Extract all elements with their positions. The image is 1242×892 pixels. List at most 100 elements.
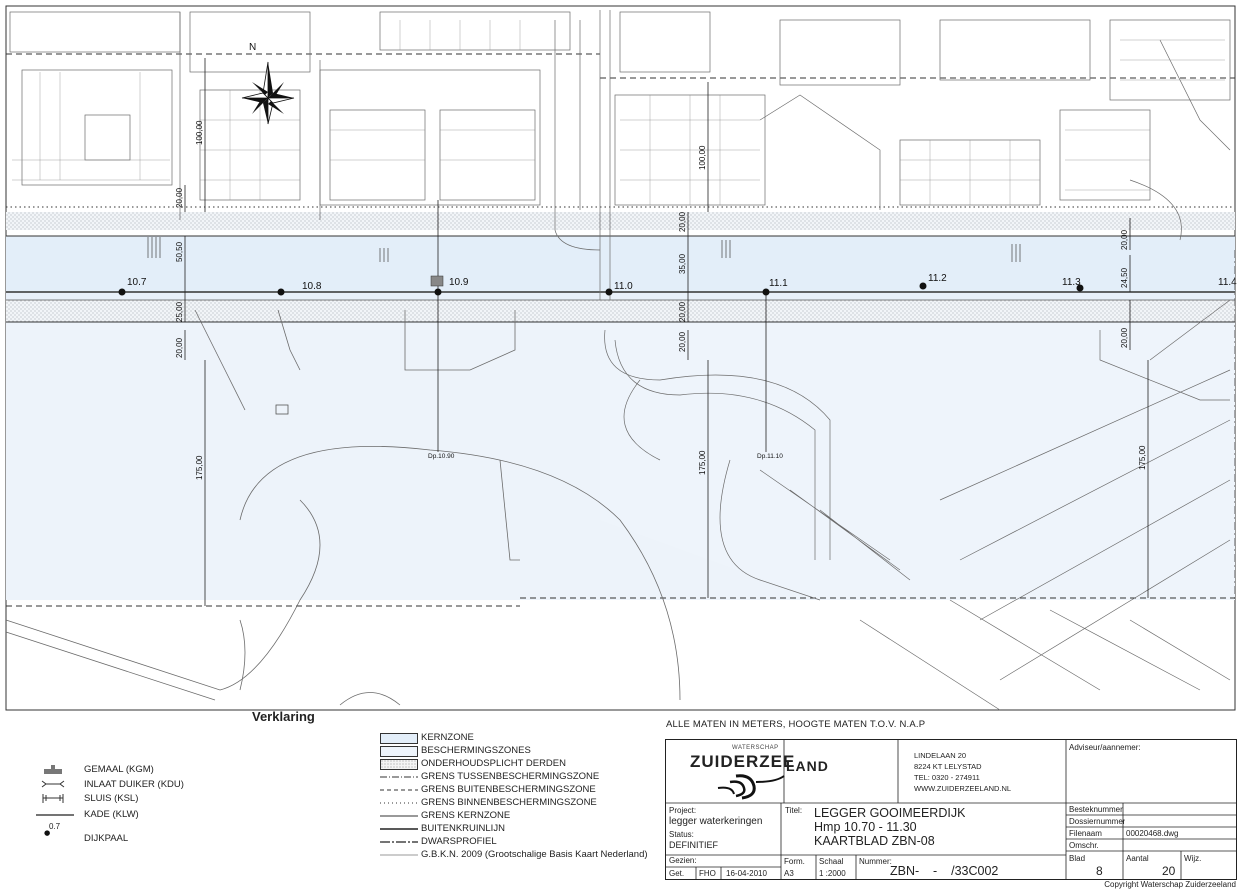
address-line: TEL: 0320 - 274911 [914, 773, 980, 782]
get-label: Get. [669, 869, 685, 878]
shoreline [5, 309, 681, 706]
dim-label: 24,50 [1120, 267, 1129, 288]
dijkpaal-marker [605, 288, 613, 296]
gezien-label: Gezien: [669, 856, 697, 865]
measurement-note: ALLE MATEN IN METERS, HOOGTE MATEN T.O.V… [666, 719, 926, 730]
get-value: FHO [699, 869, 716, 878]
dim-label: 20,00 [175, 337, 184, 358]
titel-line: LEGGER GOOIMEERDIJK [814, 806, 966, 820]
dim-label: 20,00 [1120, 229, 1129, 250]
titel-label: Titel: [785, 806, 803, 815]
dwarsprofiel-label: Dp.10.90 [428, 453, 455, 460]
title-block-grid [666, 740, 1236, 879]
onderhoud-strip-south [6, 300, 1235, 322]
project-label: Project: [669, 806, 697, 815]
beschermingszone-swatch [380, 746, 418, 757]
dashdot-line-symbol [380, 776, 418, 778]
legend-label: ONDERHOUDSPLICHT DERDEN [421, 758, 566, 769]
dijkpalen: 10.7 10.8 10.9 11.0 11.1 11.2 11.3 11.4 [118, 273, 1237, 296]
km-label: 10.7 [127, 277, 147, 288]
dim-label: 20,00 [678, 301, 687, 322]
km-label: 11.4 [1218, 277, 1237, 288]
address-line: LINDELAAN 20 [914, 751, 967, 760]
nummer-value: ZBN- - /33C002 [890, 864, 999, 878]
filenaam-value: 00020468.dwg [1126, 829, 1179, 838]
dim-label: 175,00 [1138, 445, 1147, 470]
dim-label: 50,50 [175, 241, 184, 262]
dim-label: 20,00 [678, 331, 687, 352]
form-label: Form. [784, 857, 805, 866]
urban-area-north [9, 10, 1231, 300]
address-line: 8224 KT LELYSTAD [914, 762, 982, 771]
legend-label: GRENS KERNZONE [421, 810, 511, 821]
km-label: 11.3 [1062, 277, 1081, 288]
kernzone-swatch [380, 733, 418, 744]
aantal-label: Aantal [1126, 854, 1149, 863]
blad-value: 8 [1096, 865, 1103, 878]
km-label: 11.0 [614, 281, 633, 292]
legend-title: Verklaring [252, 709, 315, 724]
km-label: 11.1 [769, 278, 788, 289]
onderhoud-swatch [380, 759, 418, 770]
dijkpaal-marker [434, 288, 442, 296]
harbour-area [604, 299, 1231, 711]
km-label: 11.2 [928, 273, 947, 284]
filenaam-label: Filenaam [1069, 829, 1102, 838]
dwarsprofiel-symbol [380, 841, 418, 843]
legend-label: G.B.K.N. 2009 (Grootschalige Basis Kaart… [421, 849, 648, 860]
culvert-marks [147, 237, 1021, 262]
dim-label: 175,00 [698, 450, 707, 475]
schaal-value: 1 :2000 [819, 869, 846, 878]
kernzone-band [6, 236, 1235, 292]
solid-line-symbol [380, 815, 418, 817]
dijkpaal-marker [762, 288, 770, 296]
legend-label: BUITENKRUINLIJN [421, 823, 505, 834]
kade-icon [36, 814, 74, 816]
status-label: Status: [669, 830, 694, 839]
date-value: 16-04-2010 [726, 869, 767, 878]
legend-label: GRENS BINNENBESCHERMINGSZONE [421, 797, 597, 808]
titel-block: LEGGER GOOIMEERDIJK Hmp 10.70 - 11.30 KA… [814, 806, 965, 848]
titel-line: Hmp 10.70 - 11.30 [814, 820, 917, 834]
legend-label: KADE (KLW) [84, 809, 139, 820]
dim-label: 175,00 [195, 455, 204, 480]
legend-label: BESCHERMINGSZONES [421, 745, 531, 756]
dijkpaal-marker [919, 282, 927, 290]
dashed-line-symbol [380, 789, 418, 791]
dijkpaal-marker [277, 288, 285, 296]
project-value: legger waterkeringen [669, 816, 763, 827]
status-value: DEFINITIEF [669, 840, 718, 850]
dwarsprofiel-label: Dp.11.10 [757, 453, 783, 460]
legend-label: KERNZONE [421, 732, 474, 743]
legend-label: GEMAAL (KGM) [84, 764, 154, 775]
small-structure [275, 404, 289, 415]
inlaat-duiker-icon [41, 780, 65, 788]
legend-label: INLAAT DUIKER (KDU) [84, 779, 184, 790]
legend-label: DIJKPAAL [84, 833, 129, 844]
legend-label: GRENS BUITENBESCHERMINGSZONE [421, 784, 596, 795]
dossiernummer-label: Dossiernummer [1069, 817, 1126, 826]
dim-label: 100,00 [195, 120, 204, 145]
legend-label: SLUIS (KSL) [84, 793, 139, 804]
title-block: WATERSCHAP ZUIDERZEE LAND LINDELAAN 20 8… [665, 739, 1237, 880]
gemaal-structure [430, 275, 444, 287]
gemaal-icon [44, 765, 62, 774]
legend-label: DWARSPROFIEL [421, 836, 497, 847]
dotted-line-symbol [380, 802, 418, 804]
onderhoud-strip-north [6, 212, 1235, 230]
water-area [6, 330, 820, 600]
form-value: A3 [784, 869, 794, 878]
logo-zuiderzee: ZUIDERZEE [690, 752, 796, 771]
schaal-label: Schaal [819, 857, 844, 866]
omschr-label: Omschr. [1069, 841, 1099, 850]
north-arrow-icon: N [241, 42, 295, 125]
dim-label: 25,00 [175, 301, 184, 322]
north-label: N [249, 42, 256, 53]
logo-wave-icon [717, 774, 785, 800]
dim-label: 20,00 [1120, 327, 1129, 348]
thick-line-symbol [380, 828, 418, 830]
adviseur-label: Adviseur/aannemer: [1069, 743, 1141, 752]
logo-top-text: WATERSCHAP [732, 745, 779, 751]
gbkn-line-symbol [380, 854, 418, 856]
